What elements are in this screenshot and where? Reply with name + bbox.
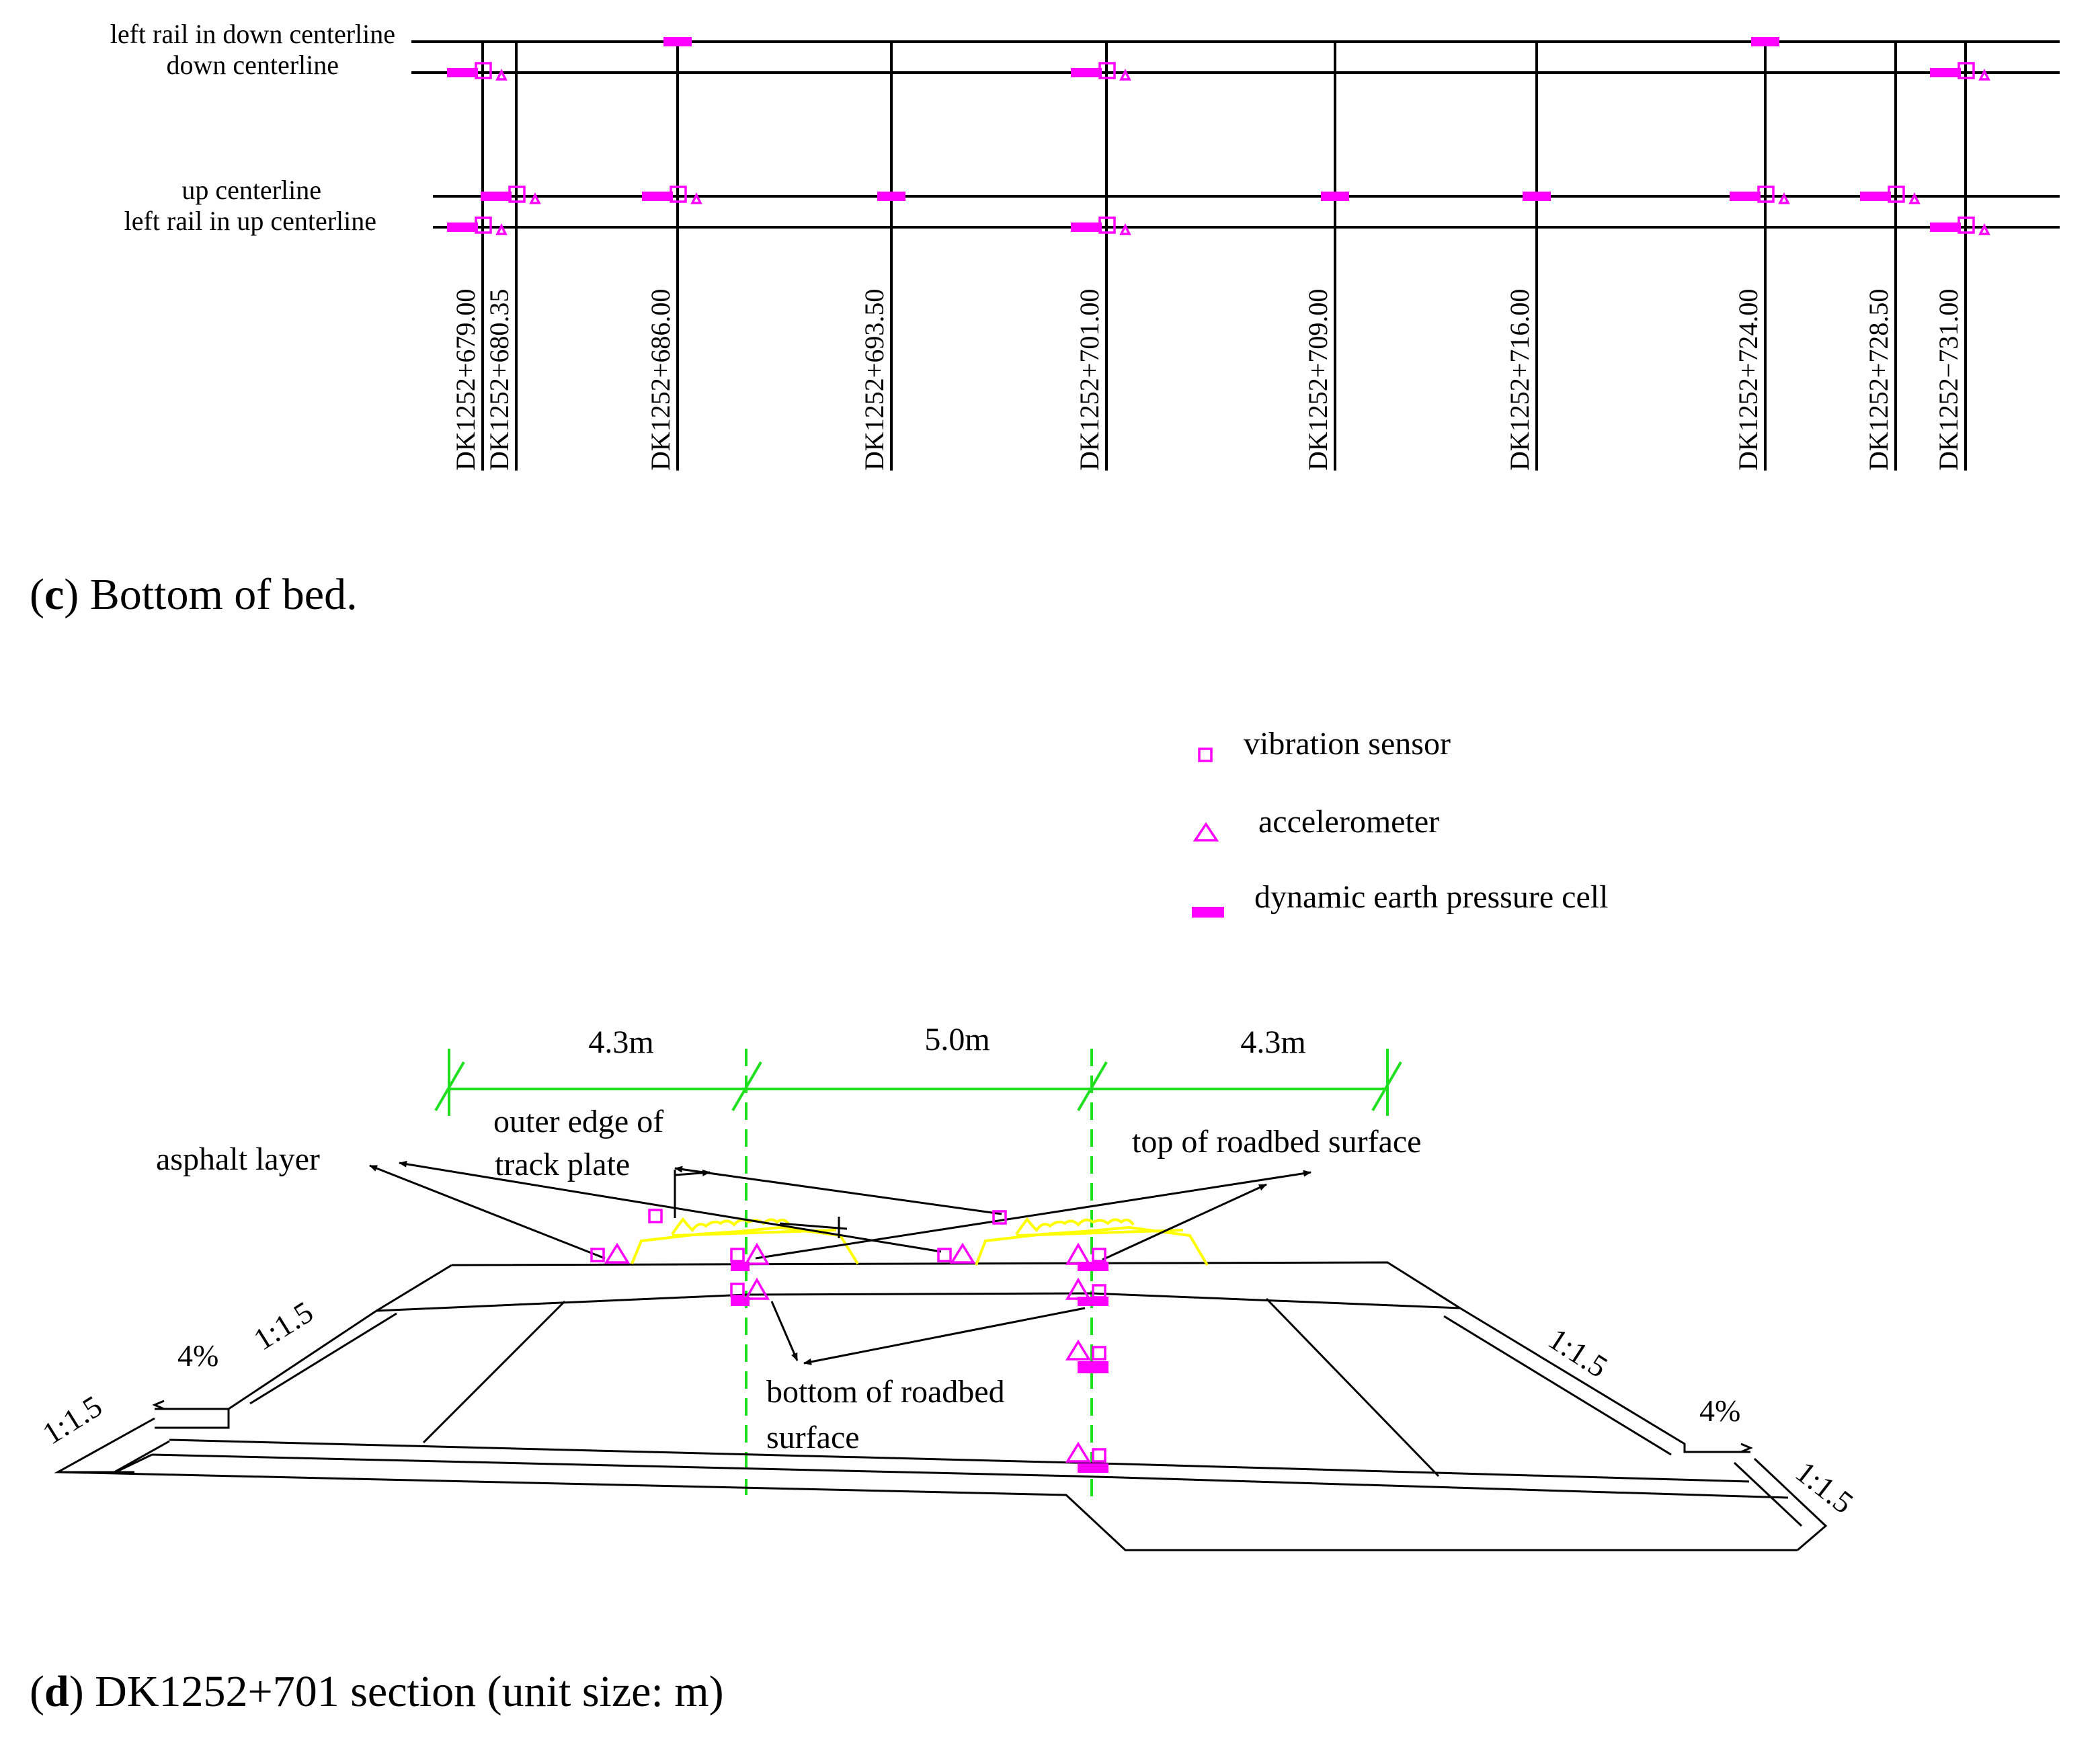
track-structure — [631, 1217, 1209, 1266]
sensor-group — [1730, 186, 1790, 204]
station-label-0: DK1252+679.00 — [450, 289, 481, 471]
station-label-4: DK1252+701.00 — [1074, 289, 1104, 471]
label-grade-left: 4% — [177, 1338, 218, 1373]
panel-d: vibration sensor accelerometer dynamic e… — [30, 726, 1860, 1716]
label-top-roadbed: top of roadbed surface — [1132, 1124, 1421, 1160]
label-slope-right-upper: 1:1.5 — [1543, 1322, 1614, 1385]
pressure-cell — [1751, 37, 1779, 46]
station-label-3: DK1252+693.50 — [859, 289, 889, 471]
legend-pressure-label: dynamic earth pressure cell — [1254, 879, 1608, 915]
station-label-2: DK1252+686.00 — [645, 289, 676, 471]
label-slope-left-upper: 1:1.5 — [247, 1295, 319, 1357]
panel-c-sensors — [447, 37, 1990, 235]
sensor-group — [481, 186, 541, 204]
label-left-rail-up: left rail in up centerline — [124, 206, 376, 236]
sensor-group — [1930, 62, 1990, 81]
label-down-centerline: down centerline — [166, 50, 339, 80]
pointer-lines — [369, 1160, 1311, 1365]
station-label-1: DK1252+680.35 — [484, 289, 514, 471]
legend-accelerometer-icon — [1193, 821, 1219, 842]
panel-d-sensors — [590, 1209, 1108, 1473]
sensor-group — [642, 186, 702, 204]
station-label-8: DK1252+728.50 — [1863, 289, 1894, 471]
station-label-9: DK1252−731.00 — [1933, 289, 1964, 471]
legend-vibration-icon — [1198, 747, 1213, 762]
label-outer-edge-1: outer edge of — [493, 1104, 663, 1139]
pressure-cell — [1523, 192, 1551, 201]
pressure-cell — [1321, 192, 1349, 201]
station-lines — [481, 42, 1967, 471]
label-grade-right: 4% — [1699, 1393, 1740, 1428]
sensor-group — [447, 216, 508, 235]
pressure-cell — [663, 37, 692, 46]
sensor-group — [1071, 62, 1131, 81]
label-asphalt-layer: asphalt layer — [156, 1141, 320, 1177]
station-label-6: DK1252+716.00 — [1504, 289, 1535, 471]
caption-c: (c) Bottom of bed. — [30, 570, 358, 619]
label-slope-left-lower: 1:1.5 — [36, 1389, 108, 1451]
pressure-cell — [877, 192, 905, 201]
sensor-group — [1860, 186, 1921, 204]
caption-d: (d) DK1252+701 section (unit size: m) — [30, 1667, 724, 1716]
label-left-rail-down: left rail in down centerline — [110, 19, 395, 49]
dimension-line — [434, 1049, 1402, 1502]
dim-left-label: 4.3m — [588, 1024, 653, 1060]
legend-vibration-label: vibration sensor — [1244, 726, 1451, 762]
label-slope-right-lower: 1:1.5 — [1789, 1455, 1860, 1521]
legend-accelerometer-label: accelerometer — [1258, 804, 1439, 840]
station-label-5: DK1252+709.00 — [1303, 289, 1333, 471]
label-bottom-roadbed-1: bottom of roadbed — [766, 1374, 1005, 1410]
label-bottom-roadbed-2: surface — [766, 1420, 860, 1455]
dim-middle-label: 5.0m — [924, 1022, 990, 1057]
sensor-group — [447, 62, 508, 81]
label-up-centerline: up centerline — [181, 175, 321, 205]
sensor-group — [1071, 216, 1131, 235]
dim-right-label: 4.3m — [1240, 1024, 1305, 1060]
label-outer-edge-2: track plate — [495, 1147, 630, 1182]
panel-c: left rail in down centerline down center… — [30, 19, 2060, 619]
legend: vibration sensor accelerometer dynamic e… — [1192, 726, 1608, 918]
sensor-group — [1930, 216, 1990, 235]
station-label-7: DK1252+724.00 — [1733, 289, 1763, 471]
legend-pressure-icon — [1192, 907, 1224, 918]
